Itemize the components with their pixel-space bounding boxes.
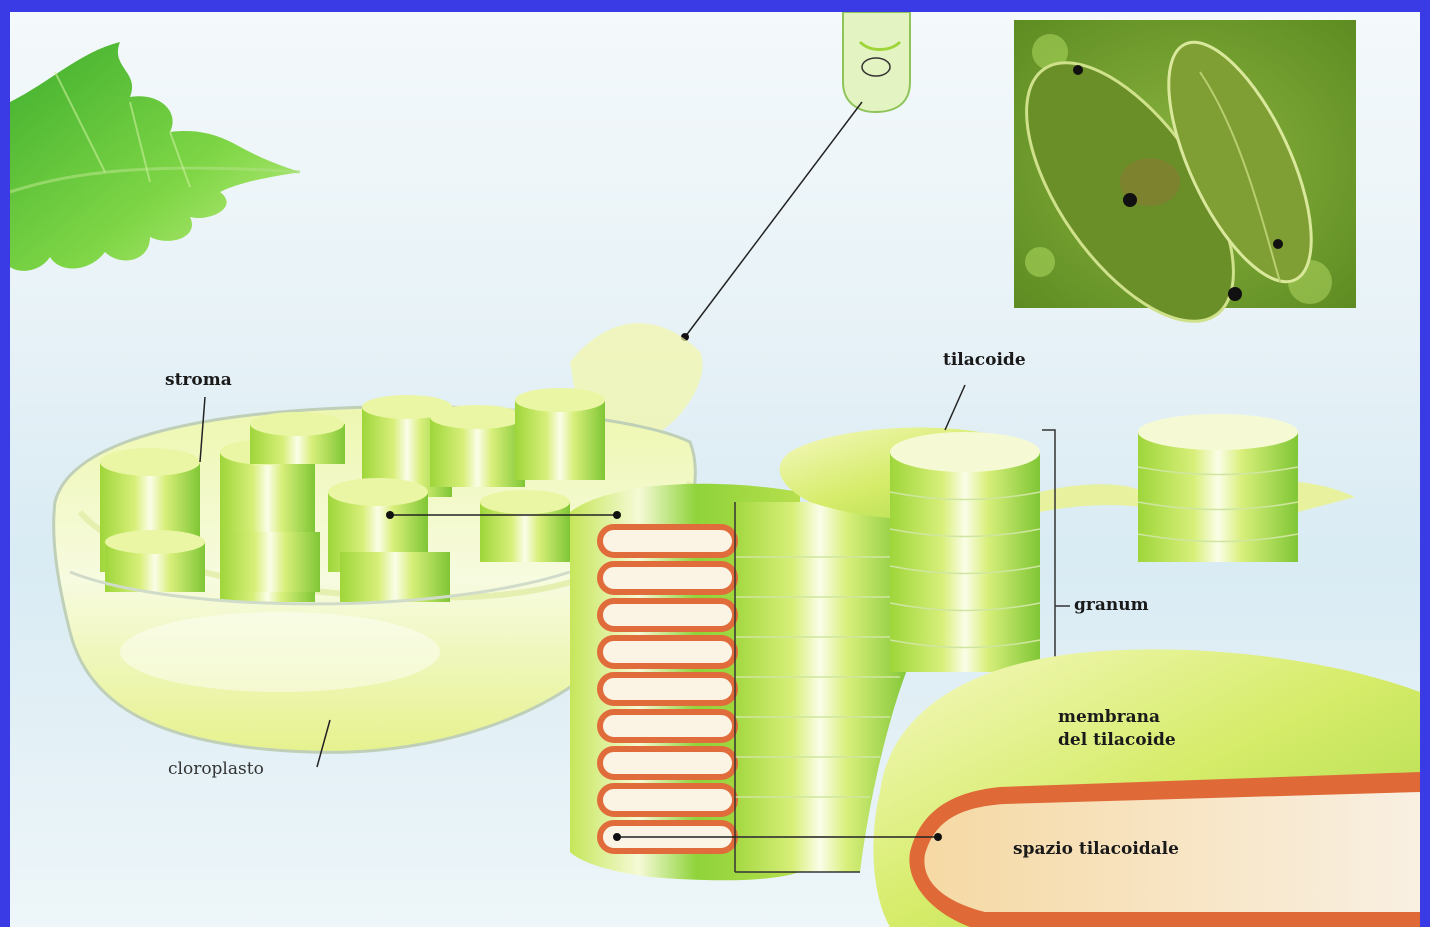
thylakoid-membrane-tube [873, 649, 1420, 927]
micrograph-photo [987, 20, 1356, 355]
label-membrana-line1: membrana [1058, 707, 1160, 727]
label-membrana-line2: del tilacoide [1058, 730, 1176, 750]
label-stroma: stroma [165, 370, 232, 390]
granum-stack [890, 432, 1040, 672]
chloroplast-diagram [10, 12, 1420, 927]
label-granum: granum [1074, 595, 1149, 615]
cell-tip-illustration [843, 12, 910, 112]
granum-cutaway [570, 484, 910, 880]
granum-bracket [1042, 430, 1070, 662]
small-granum [1138, 414, 1355, 562]
label-spazio-tilacoidale: spazio tilacoidale [1013, 839, 1179, 859]
diagram-panel: stroma tilacoide granum membrana del til… [10, 12, 1420, 927]
label-cloroplasto: cloroplasto [168, 759, 264, 779]
label-tilacoide: tilacoide [943, 350, 1026, 370]
leaf-illustration [10, 42, 300, 271]
